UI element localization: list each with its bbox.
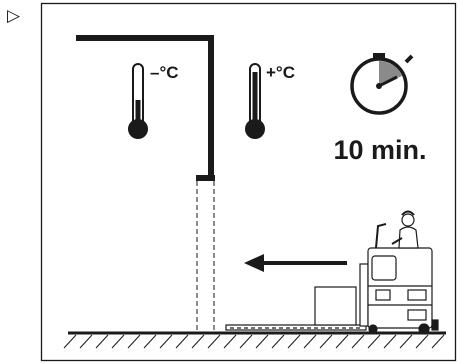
left-arrow-icon [244,254,347,272]
ground-hatch-line [160,335,172,348]
ground-hatch-line [80,335,92,348]
ground-hatch-line [144,335,156,348]
pallet-truck [226,212,438,335]
ground-hatch-line [288,335,300,348]
ground-hatch-line [416,335,428,348]
step-marker: ▷ [7,6,21,26]
ground-hatch-line [352,335,364,348]
ground-hatch-line [432,335,444,348]
ground-hatch-line [208,335,220,348]
ground-hatch-line [128,335,140,348]
cold-temperature-label: –°C [150,63,179,82]
ground-hatch-line [240,335,252,348]
stopwatch-icon [352,53,412,113]
ground-hatch-line [272,335,284,348]
ground-hatch-line [112,335,124,348]
ground-hatch-line [96,335,108,348]
ground-hatch-line [256,335,268,348]
warm-temperature-label: +°C [266,63,295,82]
ground-floor [64,333,446,348]
ground-hatch-line [224,335,236,348]
ground-hatch-line [64,335,76,348]
ground-hatch-line [304,335,316,348]
cold-room-wall [76,38,215,332]
ground-hatch-line [320,335,332,348]
ground-hatch-line [384,335,396,348]
thermometer-icon [245,64,265,139]
ground-hatch-line [336,335,348,348]
timer-label: 10 min. [333,135,426,165]
ground-hatch-line [176,335,188,348]
thermometer-icon [128,64,148,139]
ground-hatch-line [368,335,380,348]
ground-hatch-line [400,335,412,348]
ground-hatch-line [192,335,204,348]
